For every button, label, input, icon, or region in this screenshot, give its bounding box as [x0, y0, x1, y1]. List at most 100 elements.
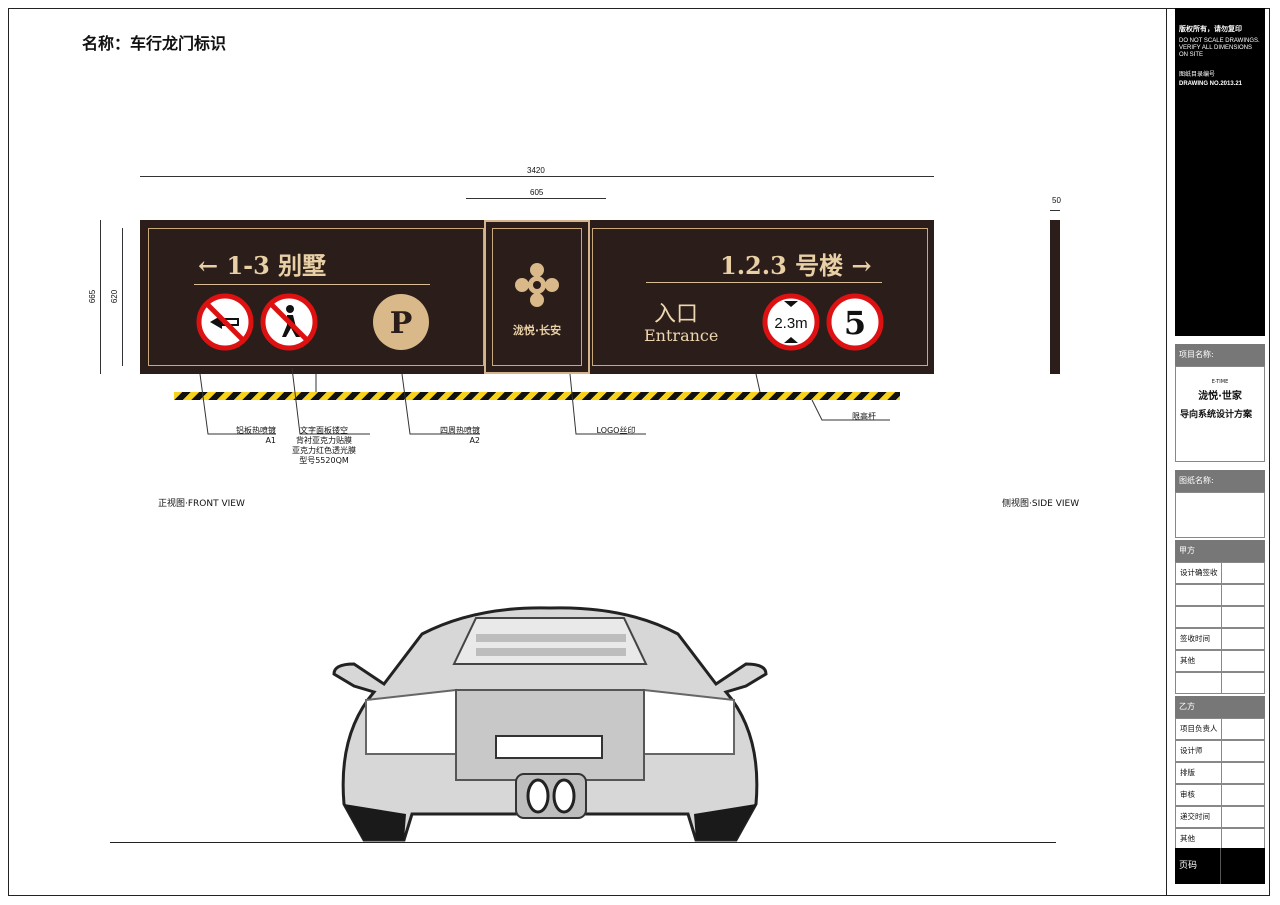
title-block-row-label: 设计师	[1180, 746, 1203, 755]
page-number-box: 页码	[1175, 848, 1265, 884]
title-block-row: 审核	[1175, 784, 1265, 806]
callout-text-panel-2: 背衬亚克力贴膜	[296, 436, 352, 445]
note-scale: DO NOT SCALE DRAWINGS.	[1179, 38, 1260, 44]
left-divider	[194, 284, 430, 285]
entrance-cn-text: 入口	[654, 302, 699, 327]
title-block-row-cell	[1221, 718, 1264, 740]
right-direction-text: 1.2.3 号楼 →	[720, 251, 872, 280]
dim-depth: 50	[1052, 196, 1061, 205]
speed-limit-icon: 5	[826, 293, 884, 351]
title-block-row-label: 审核	[1180, 790, 1195, 799]
title-block-row-cell	[1221, 740, 1264, 762]
dim-line-logo	[466, 198, 606, 199]
title-block-row-label: 项目负责人	[1180, 724, 1218, 733]
party-a-label: 甲方	[1175, 540, 1265, 562]
dim-line-height-inner	[122, 228, 123, 366]
title-block-row-cell	[1221, 762, 1264, 784]
callout-perimeter-code: A2	[469, 436, 480, 445]
page-number-cell	[1220, 848, 1265, 884]
drawing-no: DRAWING NO.2013.21	[1179, 81, 1243, 87]
drawing-frame	[8, 8, 1270, 896]
dim-line-height-outer	[100, 220, 101, 374]
brand-logo-icon	[515, 263, 559, 307]
front-view-label: 正视图·FRONT VIEW	[158, 499, 245, 509]
callout-aluminum-text: 铝板热喷镀	[236, 426, 276, 435]
title-block-row: 项目负责人	[1175, 718, 1265, 740]
title-block-row: 设计确签收	[1175, 562, 1265, 584]
title-block-row: 其他	[1175, 650, 1265, 672]
height-limit-value: 2.3m	[774, 315, 807, 332]
sign-right-panel	[592, 228, 928, 366]
entrance-en-text: Entrance	[644, 326, 719, 345]
right-divider	[646, 282, 882, 283]
project-name: 导向系统设计方案	[1180, 410, 1253, 420]
callout-text-panel-1: 文字面板镂空	[300, 426, 348, 435]
no-pedestrian-icon	[260, 293, 318, 351]
callout-text-panel-3: 亚克力红色透光膜	[292, 446, 356, 455]
title-block-notes: 版权所有，请勿复印 DO NOT SCALE DRAWINGS. VERIFY …	[1175, 8, 1265, 336]
brand-top-text: E-TIME	[1211, 379, 1229, 385]
sign-left-panel	[148, 228, 484, 366]
callout-text-panel: 文字面板镂空 背衬亚克力贴膜 亚克力红色透光膜 型号5520QM	[284, 426, 364, 466]
dim-total-width: 3420	[527, 166, 545, 175]
car-illustration	[332, 606, 768, 842]
ground-line	[110, 842, 1056, 843]
title-block-row-cell	[1221, 828, 1264, 850]
title-block-row-label: 排版	[1180, 768, 1195, 777]
logo-frame	[492, 228, 582, 366]
title-block-row	[1175, 606, 1265, 628]
sheet-box	[1175, 492, 1265, 538]
title-block-row: 签收时间	[1175, 628, 1265, 650]
callout-perimeter-text: 四周热喷镀	[440, 426, 480, 435]
logo-brand-text: 泷悦·长安	[512, 324, 562, 337]
title-block-row-label: 签收时间	[1180, 634, 1210, 643]
dim-logo-width: 605	[530, 188, 544, 197]
callout-logo-print: LOGO丝印	[596, 426, 636, 435]
title-block-row	[1175, 672, 1265, 694]
project-box: E-TIME 泷悦·世家 导向系统设计方案	[1175, 366, 1265, 462]
title-block-row-label: 递交时间	[1180, 812, 1210, 821]
parking-letter: P	[390, 306, 413, 341]
title-block-row: 排版	[1175, 762, 1265, 784]
copyright-text: 版权所有，请勿复印	[1179, 26, 1242, 33]
note-site: ON SITE	[1179, 52, 1204, 58]
title-block-row-cell	[1221, 562, 1264, 584]
title-block-row: 其他	[1175, 828, 1265, 850]
callout-aluminum-code: A1	[265, 436, 276, 445]
dim-line-total	[140, 176, 934, 177]
drawing-title: 名称：车行龙门标识	[82, 34, 227, 53]
title-block-row-cell	[1221, 784, 1264, 806]
callout-text-panel-4: 型号5520QM	[299, 456, 349, 465]
height-limit-icon: 2.3m	[762, 293, 820, 351]
barrier-bar	[174, 392, 900, 400]
party-b-label: 乙方	[1175, 696, 1265, 718]
callout-aluminum: 铝板热喷镀 A1	[226, 426, 276, 446]
gantry-sign: ← 1-3 别墅 P 泷悦·长安 1.2.3 号楼 → 入口 Entrance	[140, 220, 934, 374]
title-block-row: 设计师	[1175, 740, 1265, 762]
title-block-row-label: 其他	[1180, 656, 1195, 665]
speed-limit-value: 5	[844, 304, 866, 342]
title-block-row-cell	[1221, 806, 1264, 828]
title-block-row-cell	[1221, 672, 1264, 694]
no-horn-icon	[196, 293, 254, 351]
title-block-row-label: 设计确签收	[1180, 568, 1218, 577]
side-view-label: 侧视图·SIDE VIEW	[1002, 499, 1080, 509]
title-block-row-label: 其他	[1180, 834, 1195, 843]
page-label: 页码	[1179, 861, 1198, 871]
title-block-row	[1175, 584, 1265, 606]
title-block-row: 递交时间	[1175, 806, 1265, 828]
left-direction-text: ← 1-3 别墅	[198, 251, 327, 280]
callout-barrier: 限高杆	[852, 412, 876, 421]
title-block-row-cell	[1221, 650, 1264, 672]
parking-icon: P	[373, 294, 429, 350]
logo-panel: 泷悦·长安	[484, 220, 590, 374]
brand-name: 泷悦·世家	[1198, 391, 1242, 402]
drawing-no-label: 图纸目录编号	[1179, 72, 1216, 78]
title-block: 版权所有，请勿复印 DO NOT SCALE DRAWINGS. VERIFY …	[1166, 8, 1271, 896]
note-verify: VERIFY ALL DIMENSIONS	[1179, 45, 1253, 51]
title-block-row-cell	[1221, 584, 1264, 606]
dim-line-depth	[1050, 210, 1060, 211]
side-view-sign	[1050, 220, 1060, 374]
title-block-row-cell	[1221, 606, 1264, 628]
project-label: 项目名称:	[1175, 344, 1265, 366]
